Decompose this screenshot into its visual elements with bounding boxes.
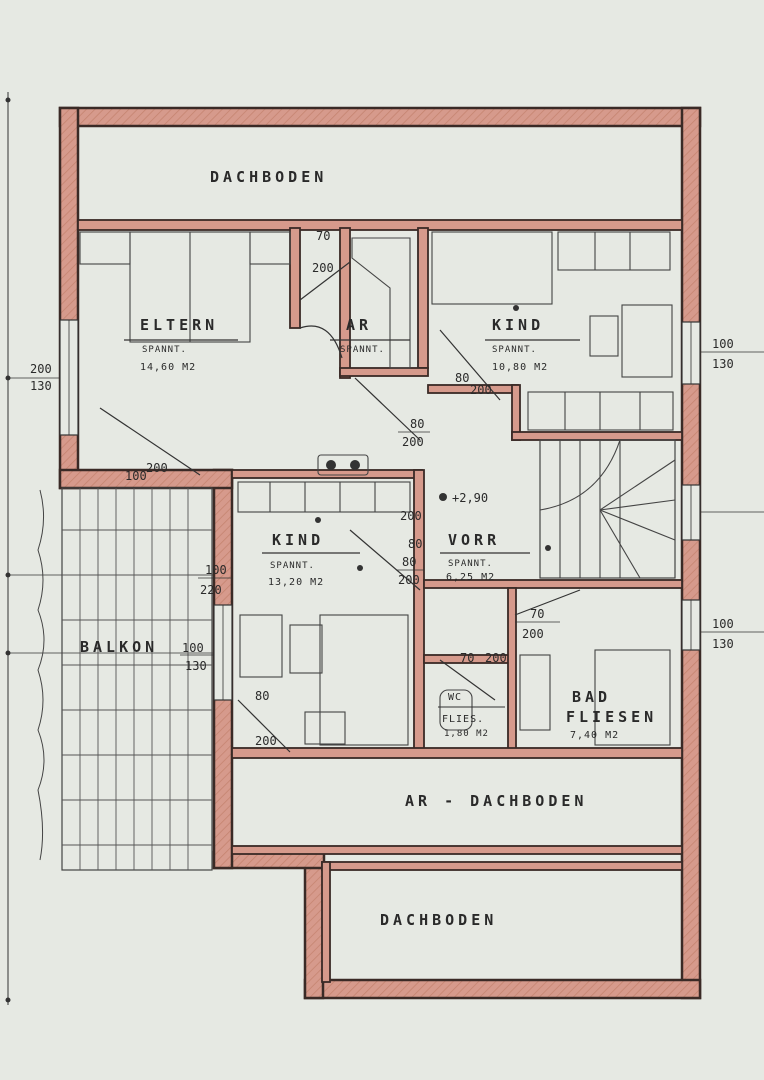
dim-label: 70 bbox=[316, 229, 330, 243]
area-label-bad: 7,40 M2 bbox=[570, 730, 619, 741]
area-label-eltern: 14,60 M2 bbox=[140, 362, 196, 373]
dim-label: 80 bbox=[408, 537, 422, 551]
edge-dimension-labels: 200 130 100 130 100 130 bbox=[30, 337, 734, 651]
dim-label: 200 bbox=[400, 509, 422, 523]
room-label-bad: BAD bbox=[572, 688, 611, 706]
balcony-tiles bbox=[37, 487, 213, 871]
dimension-lines-right bbox=[695, 351, 764, 633]
dim-label: 80 bbox=[255, 689, 269, 703]
furniture bbox=[79, 231, 674, 746]
room-label-dachboden-bottom: DACHBODEN bbox=[380, 911, 497, 929]
dim-label: 80 bbox=[455, 371, 469, 385]
floor-label-vorr: SPANNT. bbox=[448, 559, 493, 569]
dim-label-left-130: 130 bbox=[30, 379, 52, 393]
dim-label: 200 bbox=[146, 461, 168, 475]
floor-label-eltern: SPANNT. bbox=[142, 345, 187, 355]
interior-walls bbox=[77, 219, 683, 983]
dim-label: 70 bbox=[530, 607, 544, 621]
area-label-vorr: 6,25 M2 bbox=[446, 572, 495, 583]
room-label-wc: WC bbox=[448, 692, 462, 703]
room-label-kind-right: KIND bbox=[492, 316, 544, 334]
dim-label: 200 bbox=[312, 261, 334, 275]
door-swings bbox=[99, 261, 581, 753]
floor-label-kind-center: SPANNT. bbox=[270, 561, 315, 571]
dim-label-left-200: 200 bbox=[30, 362, 52, 376]
dim-label: 200 bbox=[402, 435, 424, 449]
floor-label-bad: FLIESEN bbox=[566, 708, 657, 726]
dim-label: 200 bbox=[522, 627, 544, 641]
dim-label: 220 bbox=[200, 583, 222, 597]
dim-label: 100 bbox=[182, 641, 204, 655]
windows bbox=[59, 319, 701, 701]
dim-label: 70 bbox=[460, 651, 474, 665]
area-label-wc: 1,80 M2 bbox=[444, 729, 489, 739]
room-label-dachboden-top: DACHBODEN bbox=[210, 168, 327, 186]
dim-label-right-100-b: 100 bbox=[712, 617, 734, 631]
staircase bbox=[539, 439, 676, 579]
dim-label-right-130-b: 130 bbox=[712, 637, 734, 651]
dim-label-right-130-a: 130 bbox=[712, 357, 734, 371]
dim-label: 100 bbox=[125, 469, 147, 483]
room-label-ar: AR bbox=[346, 316, 372, 334]
dim-label: 100 bbox=[205, 563, 227, 577]
room-label-vorr: VORR bbox=[448, 531, 500, 549]
room-label-ar-dachboden: AR - DACHBODEN bbox=[405, 792, 587, 810]
room-label-kind-center: KIND bbox=[272, 531, 324, 549]
floor-label-kind-right: SPANNT. bbox=[492, 345, 537, 355]
floor-label-wc: FLIES. bbox=[442, 714, 484, 725]
dim-label: 200 bbox=[485, 651, 507, 665]
dim-label: 200 bbox=[398, 573, 420, 587]
door-dimension-labels: 70 200 80 200 80 200 100 200 80 200 100 … bbox=[125, 229, 560, 748]
dim-label: 80 bbox=[402, 555, 416, 569]
room-label-eltern: ELTERN bbox=[140, 316, 218, 334]
dim-label-right-100-a: 100 bbox=[712, 337, 734, 351]
room-label-balkon: BALKON bbox=[80, 638, 158, 656]
dim-label: 200 bbox=[255, 734, 277, 748]
level-marker: +2,90 bbox=[452, 491, 488, 505]
dim-label: 200 bbox=[470, 383, 492, 397]
dim-label: 130 bbox=[185, 659, 207, 673]
dim-label: 80 bbox=[410, 417, 424, 431]
floor-label-ar: SPANNT. bbox=[340, 345, 385, 355]
area-label-kind-right: 10,80 M2 bbox=[492, 362, 548, 373]
area-label-kind-center: 13,20 M2 bbox=[268, 577, 324, 588]
